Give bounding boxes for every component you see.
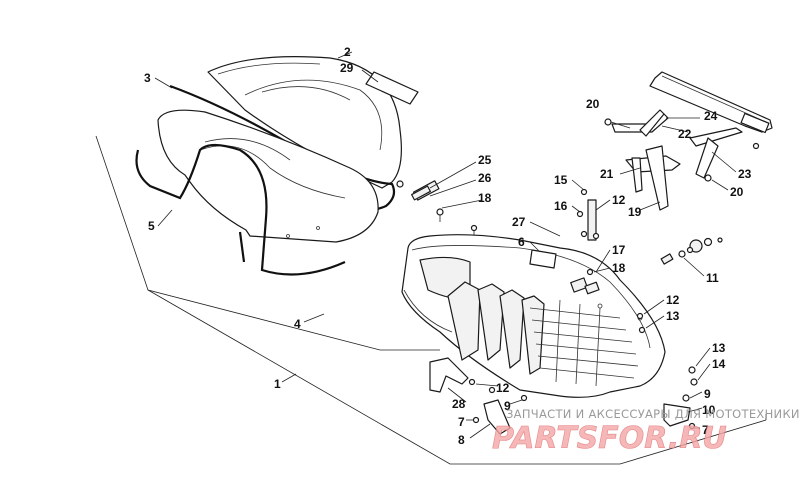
frame-outline [95,135,440,351]
callout-13-lower: 13 [712,341,726,355]
callout-18-lower: 18 [612,261,626,275]
callout-25: 25 [478,153,492,167]
callout-17: 17 [612,243,626,257]
callout-13-right: 13 [666,309,680,323]
lock-assembly-11 [660,237,723,265]
bracket-10 [663,403,691,427]
watermark: ЗАПЧАСТИ И АКСЕССУАРЫ ДЛЯ МОТОТЕХНИКИ PA… [492,407,800,456]
trim-seal-5 [135,143,346,276]
bolt-23 [752,142,760,150]
callout-12-left: 12 [496,381,510,395]
callout-12-upper: 12 [612,193,626,207]
support-arm-22 [611,109,669,137]
screw-18-hinge [586,268,594,276]
callout-27: 27 [512,215,526,229]
bolt-20-left [604,118,631,129]
strut-15-16 [576,188,600,241]
callout-labels: 2 29 3 5 4 1 25 26 18 27 6 20 24 22 23 2… [144,45,752,447]
bracket-8 [483,399,511,435]
bracket-28 [429,357,469,393]
callout-16: 16 [554,199,568,213]
callout-23: 23 [738,167,752,181]
fastener-7-right [688,422,696,430]
callout-29: 29 [340,61,354,75]
watermark-brand: PARTSFOR.RU [492,421,727,456]
hinge-bracket-17 [570,277,600,295]
callout-3: 3 [144,71,151,85]
callout-28: 28 [452,397,466,411]
leader-lines [154,51,737,439]
callout-1: 1 [274,377,281,391]
decal-29 [365,71,419,105]
callout-6: 6 [518,235,525,249]
callout-12-right: 12 [666,293,680,307]
callout-9-right: 9 [704,387,711,401]
callout-10: 10 [702,403,716,417]
callout-22: 22 [678,127,692,141]
decal-6 [529,249,557,269]
callout-18-upper: 18 [478,191,492,205]
callout-20-lower: 20 [730,185,744,199]
callout-21: 21 [600,167,614,181]
storage-box [401,234,666,398]
callout-9-left: 9 [504,399,511,413]
frame-outline-lower [147,289,767,465]
callout-15: 15 [554,173,568,187]
callout-5: 5 [148,219,155,233]
latch-assembly [396,180,440,201]
callout-11: 11 [706,271,719,285]
fasteners-12-13-right [636,312,646,334]
callout-19: 19 [628,205,642,219]
fasteners-12-9-left [468,378,528,424]
callout-24: 24 [704,109,718,123]
callout-4: 4 [294,317,301,331]
fasteners-13-14-9 [682,366,698,402]
callout-7-left: 7 [458,415,465,429]
mount-bracket-19-21 [625,145,681,211]
callout-20-upper: 20 [586,97,600,111]
bolt-20-right [704,174,712,182]
callout-14: 14 [712,357,726,371]
callout-7-right: 7 [702,423,709,437]
crossbar-23 [689,127,743,179]
watermark-subtitle: ЗАПЧАСТИ И АКСЕССУАРЫ ДЛЯ МОТОТЕХНИКИ [506,407,800,421]
callout-26: 26 [478,171,492,185]
screw-18-box [470,224,478,236]
screw-18-upper [436,208,444,222]
trim-seal-5-lower [238,231,246,263]
lid-seal-gasket [169,84,396,212]
rack-bracket-24 [649,71,773,134]
callout-2: 2 [344,45,351,59]
callout-8: 8 [458,433,465,447]
